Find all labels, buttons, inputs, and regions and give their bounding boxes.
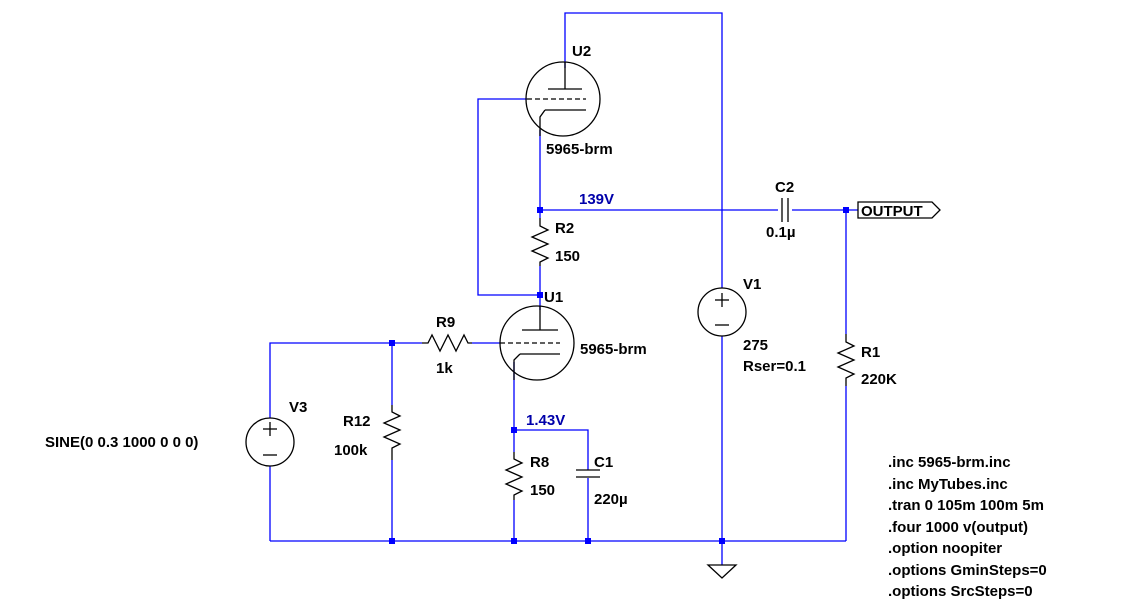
output-label: OUTPUT bbox=[861, 203, 923, 220]
wires bbox=[269, 12, 858, 565]
spice-directives[interactable]: .inc 5965-brm.inc .inc MyTubes.inc .tran… bbox=[888, 454, 1047, 600]
directive-line: .inc 5965-brm.inc bbox=[888, 454, 1011, 471]
v1-value: 275 bbox=[743, 337, 768, 354]
voltage-source-v3[interactable] bbox=[245, 417, 295, 467]
r1-value: 220K bbox=[861, 371, 897, 388]
junction-139v bbox=[537, 207, 543, 213]
directive-line: .option noopiter bbox=[888, 540, 1002, 557]
r1-ref: R1 bbox=[861, 344, 880, 361]
junction-u1-plate bbox=[537, 292, 543, 298]
r12-ref: R12 bbox=[343, 413, 371, 430]
v1-extra: Rser=0.1 bbox=[743, 358, 806, 375]
u1-model: 5965-brm bbox=[580, 341, 647, 358]
u2-model: 5965-brm bbox=[546, 141, 613, 158]
resistor-r9[interactable] bbox=[422, 333, 472, 353]
junction-143v bbox=[511, 427, 517, 433]
resistor-r2[interactable] bbox=[530, 218, 550, 266]
r8-ref: R8 bbox=[530, 454, 549, 471]
resistor-r8[interactable] bbox=[504, 452, 524, 500]
triode-u2-symbol[interactable] bbox=[525, 61, 601, 137]
c2-value: 0.1µ bbox=[766, 224, 796, 241]
r8-value: 150 bbox=[530, 482, 555, 499]
junction-gnd-r8 bbox=[511, 538, 517, 544]
r9-ref: R9 bbox=[436, 314, 455, 331]
capacitor-c2[interactable] bbox=[781, 198, 789, 222]
r2-value: 150 bbox=[555, 248, 580, 265]
junction-output bbox=[843, 207, 849, 213]
r2-ref: R2 bbox=[555, 220, 574, 237]
wire-node-to-c1[interactable] bbox=[514, 429, 589, 470]
junction-gnd-r12 bbox=[389, 538, 395, 544]
u1-ref: U1 bbox=[544, 289, 563, 306]
junction-gnd-c1 bbox=[585, 538, 591, 544]
u2-ref: U2 bbox=[572, 43, 591, 60]
v1-ref: V1 bbox=[743, 276, 761, 293]
node-voltage-143v: 1.43V bbox=[526, 412, 565, 429]
v3-ref: V3 bbox=[289, 399, 307, 416]
voltage-source-v1[interactable] bbox=[697, 287, 747, 337]
c1-value: 220µ bbox=[594, 491, 628, 508]
wire-u2-grid-loop[interactable] bbox=[477, 98, 540, 296]
triode-u1-symbol[interactable] bbox=[499, 305, 575, 381]
directive-line: .four 1000 v(output) bbox=[888, 519, 1028, 536]
r9-value: 1k bbox=[436, 360, 453, 377]
output-port-flag[interactable] bbox=[857, 201, 941, 219]
resistor-r12[interactable] bbox=[382, 405, 402, 460]
junctions bbox=[389, 207, 849, 544]
c1-ref: C1 bbox=[594, 454, 613, 471]
junction-gnd-v1 bbox=[719, 538, 725, 544]
directive-line: .tran 0 105m 100m 5m bbox=[888, 497, 1044, 514]
node-voltage-139v: 139V bbox=[579, 191, 614, 208]
capacitor-c1[interactable] bbox=[576, 469, 600, 478]
ground-icon[interactable] bbox=[706, 564, 738, 579]
junction-r12-top bbox=[389, 340, 395, 346]
wire-u2-plate-to-v1[interactable] bbox=[564, 12, 723, 288]
c2-ref: C2 bbox=[775, 179, 794, 196]
wire-v3-to-r9[interactable] bbox=[269, 342, 422, 418]
resistor-r1[interactable] bbox=[836, 334, 856, 386]
directive-line: .inc MyTubes.inc bbox=[888, 476, 1008, 493]
r12-value: 100k bbox=[334, 442, 368, 459]
v3-value: SINE(0 0.3 1000 0 0 0) bbox=[45, 434, 198, 451]
directive-line: .options SrcSteps=0 bbox=[888, 583, 1033, 600]
directive-line: .options GminSteps=0 bbox=[888, 562, 1047, 579]
